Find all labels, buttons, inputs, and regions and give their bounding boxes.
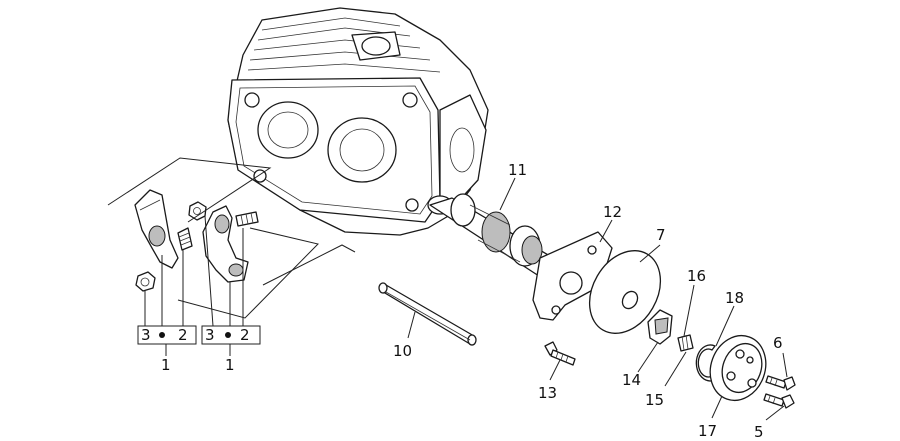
leader-line (637, 341, 659, 373)
callout-7: 7 (656, 226, 666, 244)
leader-line (499, 177, 516, 211)
svg-text:1: 1 (225, 356, 235, 374)
adjuster-screw-right (235, 211, 259, 227)
leader-line (711, 395, 723, 419)
bracket-line-right (177, 227, 319, 319)
svg-text:3: 3 (205, 326, 215, 344)
cam-carrier (647, 309, 673, 345)
leader-line (683, 284, 695, 337)
spring (677, 334, 694, 352)
svg-text:2: 2 (178, 326, 188, 344)
callout-group-right: 3 2 1 (201, 325, 261, 374)
callout-group-left: 3 2 1 (137, 325, 197, 374)
bullet-dot (225, 332, 231, 338)
bolt-5 (763, 393, 795, 409)
thrust-disc (588, 250, 662, 334)
bullet-dot (159, 332, 165, 338)
svg-text:1: 1 (161, 356, 171, 374)
callout-14: 14 (622, 371, 641, 389)
callout-11: 11 (508, 161, 527, 179)
callout-13: 13 (538, 384, 557, 402)
cam-pulley (709, 334, 767, 402)
leader-line (204, 215, 214, 327)
callout-18: 18 (725, 289, 744, 307)
leader-line (664, 351, 687, 387)
svg-text:3: 3 (141, 326, 151, 344)
leader-line (599, 219, 613, 243)
adjuster-screw-left (177, 227, 193, 251)
callout-10: 10 (393, 342, 412, 360)
leader-line (549, 359, 561, 381)
callout-5: 5 (754, 423, 764, 441)
bolt-13 (544, 341, 576, 366)
svg-text:2: 2 (240, 326, 250, 344)
callout-15: 15 (645, 391, 664, 409)
callout-16: 16 (687, 267, 706, 285)
nut-left (135, 271, 156, 292)
bracket-line-lower (262, 244, 356, 286)
shaft-pin (378, 282, 477, 346)
bracket-line-left (107, 157, 272, 223)
leader-line (765, 405, 785, 421)
camshaft (429, 193, 561, 279)
bolt-6 (765, 375, 796, 391)
callout-17: 17 (698, 422, 717, 440)
callout-6: 6 (773, 334, 783, 352)
leader-line (407, 311, 416, 339)
rocker-arm-right (202, 205, 249, 283)
nut-right (188, 201, 207, 221)
leader-line (782, 352, 788, 378)
rocker-arm-left (134, 189, 179, 269)
cylinder-head (227, 7, 489, 236)
leader-line (639, 244, 661, 263)
callout-12: 12 (603, 203, 622, 221)
leader-line (715, 305, 735, 347)
